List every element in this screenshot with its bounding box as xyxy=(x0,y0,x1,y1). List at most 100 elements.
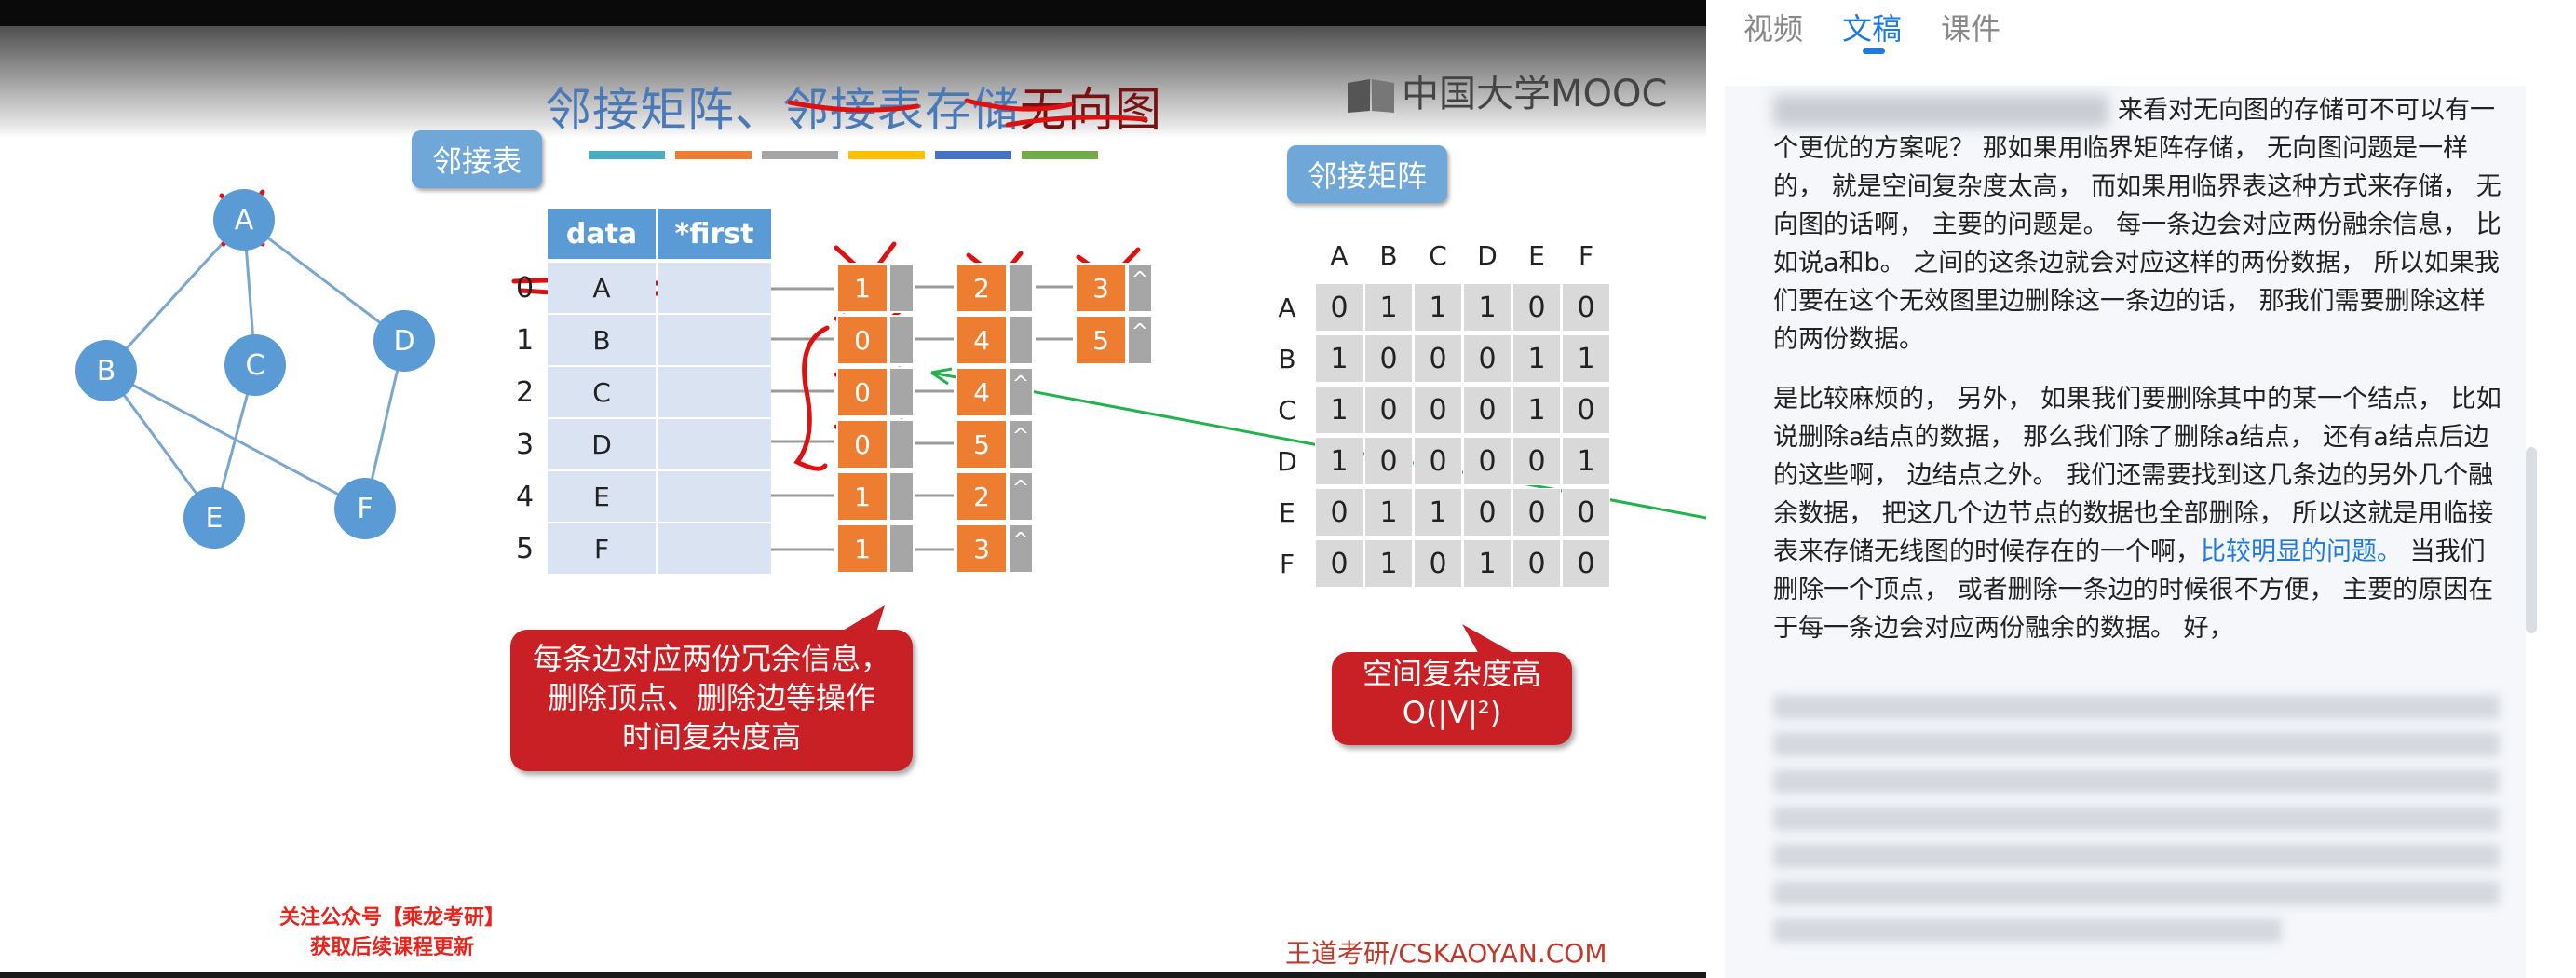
matrix-row-label: A xyxy=(1278,292,1296,323)
matrix-cell: 0 xyxy=(1364,437,1413,485)
matrix-cell: 0 xyxy=(1562,488,1610,537)
edge-node-pointer xyxy=(888,367,915,417)
mooc-logo: 中国大学MOOC xyxy=(1346,63,1667,117)
matrix-cell: 0 xyxy=(1562,539,1610,588)
table-row-index: 3 xyxy=(516,428,535,461)
transcript-para2-text: 是比较麻烦的， 另外， 如果我们要删除其中的某一个结点， 比如说删除a结点的数据… xyxy=(1773,385,2501,566)
transcript-area[interactable]: 来看对无向图的存储可不可以有一个更优的方案呢？ 那如果用临界矩阵存储， 无向图问… xyxy=(1725,86,2526,978)
matrix-cell: 0 xyxy=(1562,283,1610,332)
edge-node-pointer: ^ xyxy=(1008,367,1034,417)
edge-node-pointer: ^ xyxy=(1127,315,1153,365)
edge-node: 2^ xyxy=(956,471,1034,522)
table-cell-data: D xyxy=(548,419,656,471)
table-cell-first xyxy=(658,315,771,367)
table-row-index: 4 xyxy=(516,481,535,513)
table-row-index: 0 xyxy=(516,272,535,305)
color-bar-4 xyxy=(935,151,1011,159)
table-header-first: *first xyxy=(658,209,771,259)
side-panel: 视频 文稿 课件 来看对无向图的存储可不可以有一个更优的方案呢？ 那如果用临界矩… xyxy=(1706,0,2576,978)
matrix-cell: 0 xyxy=(1364,334,1413,383)
panel-tabs: 视频 文稿 课件 xyxy=(1743,0,2000,65)
graph-node-e: E xyxy=(183,487,245,549)
matrix-cell: 1 xyxy=(1315,386,1363,434)
matrix-cell: 0 xyxy=(1315,539,1363,588)
matrix-cell: 1 xyxy=(1364,283,1413,332)
transcript-highlight[interactable]: 比较明显的问题。 xyxy=(2201,537,2402,566)
transcript-para2: 是比较麻烦的， 另外， 如果我们要删除其中的某一个结点， 比如说删除a结点的数据… xyxy=(1773,380,2509,647)
edge-node: 4 xyxy=(956,315,1034,365)
transcript-para2-tail: 当我们删除一个顶点， 或者删除一条边的时候很不方便， 主要的原因在于每一条边会对… xyxy=(1773,537,2494,643)
matrix-cell: 1 xyxy=(1315,437,1363,485)
edge-node: 2 xyxy=(956,263,1034,313)
matrix-cell: 1 xyxy=(1414,283,1462,332)
tab-courseware[interactable]: 课件 xyxy=(1941,11,2001,47)
color-bar-0 xyxy=(589,151,665,159)
graph-node-b: B xyxy=(75,340,137,401)
edge-node: 0 xyxy=(836,367,915,417)
title-underlines xyxy=(787,98,1148,128)
blurred-upcoming-text xyxy=(1773,682,2500,956)
edge-node-value: 1 xyxy=(836,523,888,574)
brace-mark xyxy=(793,325,830,471)
table-cell-data: F xyxy=(548,523,656,576)
space-complexity-line1: 空间复杂度高 xyxy=(1362,656,1541,691)
slide-bottom-border xyxy=(0,972,1706,978)
edge-node: 0 xyxy=(836,315,915,365)
tab-transcript[interactable]: 文稿 xyxy=(1842,0,1902,65)
tab-video[interactable]: 视频 xyxy=(1743,11,1804,47)
matrix-cell: 0 xyxy=(1512,488,1561,537)
matrix-cell: 0 xyxy=(1512,283,1561,332)
edge-node-value: 4 xyxy=(956,367,1008,417)
edge-node: 5^ xyxy=(956,419,1034,469)
edge-node-pointer: ^ xyxy=(1008,523,1034,574)
matrix-cell: 1 xyxy=(1463,539,1512,588)
matrix-cell: 0 xyxy=(1414,539,1462,588)
matrix-cell: 0 xyxy=(1463,334,1512,383)
table-row-index: 5 xyxy=(516,533,535,565)
footer-follow-line2: 获取后续课程更新 xyxy=(310,936,475,959)
matrix-cell: 1 xyxy=(1364,539,1413,588)
matrix-cell: 1 xyxy=(1562,334,1610,383)
table-cell-first xyxy=(658,419,771,471)
edge-node-pointer xyxy=(888,263,915,313)
edge-node: 1 xyxy=(836,263,915,313)
matrix-cell: 0 xyxy=(1463,386,1512,434)
table-cell-first xyxy=(658,471,771,523)
space-complexity-line2: O(|V|²) xyxy=(1402,695,1502,730)
matrix-col-label: C xyxy=(1429,240,1447,271)
matrix-cell: 1 xyxy=(1562,437,1610,485)
matrix-col-label: B xyxy=(1379,240,1398,271)
edge-node-value: 2 xyxy=(956,263,1008,313)
title-part1: 邻接矩阵、 xyxy=(545,83,782,137)
edge-node: 4^ xyxy=(956,367,1034,417)
matrix-col-label: F xyxy=(1578,240,1594,271)
edge-node-pointer xyxy=(888,471,915,522)
transcript-scrollbar[interactable] xyxy=(2526,447,2537,633)
edge-node-value: 5 xyxy=(1075,315,1127,365)
edge-node-pointer: ^ xyxy=(1008,471,1034,522)
matrix-cell: 0 xyxy=(1512,539,1561,588)
matrix-cell: 1 xyxy=(1512,386,1561,434)
matrix-cell: 0 xyxy=(1414,334,1462,383)
edge-node-pointer: ^ xyxy=(1008,419,1034,469)
edge-node: 3^ xyxy=(956,523,1034,574)
redbox-left-tail xyxy=(838,605,885,635)
adj-matrix-callout: 邻接矩阵 xyxy=(1287,145,1448,203)
edge-node: 1 xyxy=(836,523,915,574)
matrix-cell: 1 xyxy=(1364,488,1413,537)
edge-node-value: 4 xyxy=(956,315,1008,365)
edge-node-value: 3 xyxy=(956,523,1008,574)
edge-node-pointer xyxy=(888,419,915,469)
table-header-data: data xyxy=(548,209,656,259)
table-cell-data: E xyxy=(548,471,656,523)
matrix-col-label: E xyxy=(1528,240,1545,271)
table-cell-first xyxy=(658,263,771,315)
color-bar-5 xyxy=(1022,151,1098,159)
matrix-cell: 1 xyxy=(1414,488,1462,537)
matrix-cell: 0 xyxy=(1562,386,1610,434)
table-row-index: 2 xyxy=(516,376,535,409)
blurred-text-head xyxy=(1773,95,2108,127)
color-bar-2 xyxy=(762,151,838,159)
edge-node-pointer xyxy=(1008,263,1034,313)
matrix-cell: 0 xyxy=(1512,437,1561,485)
